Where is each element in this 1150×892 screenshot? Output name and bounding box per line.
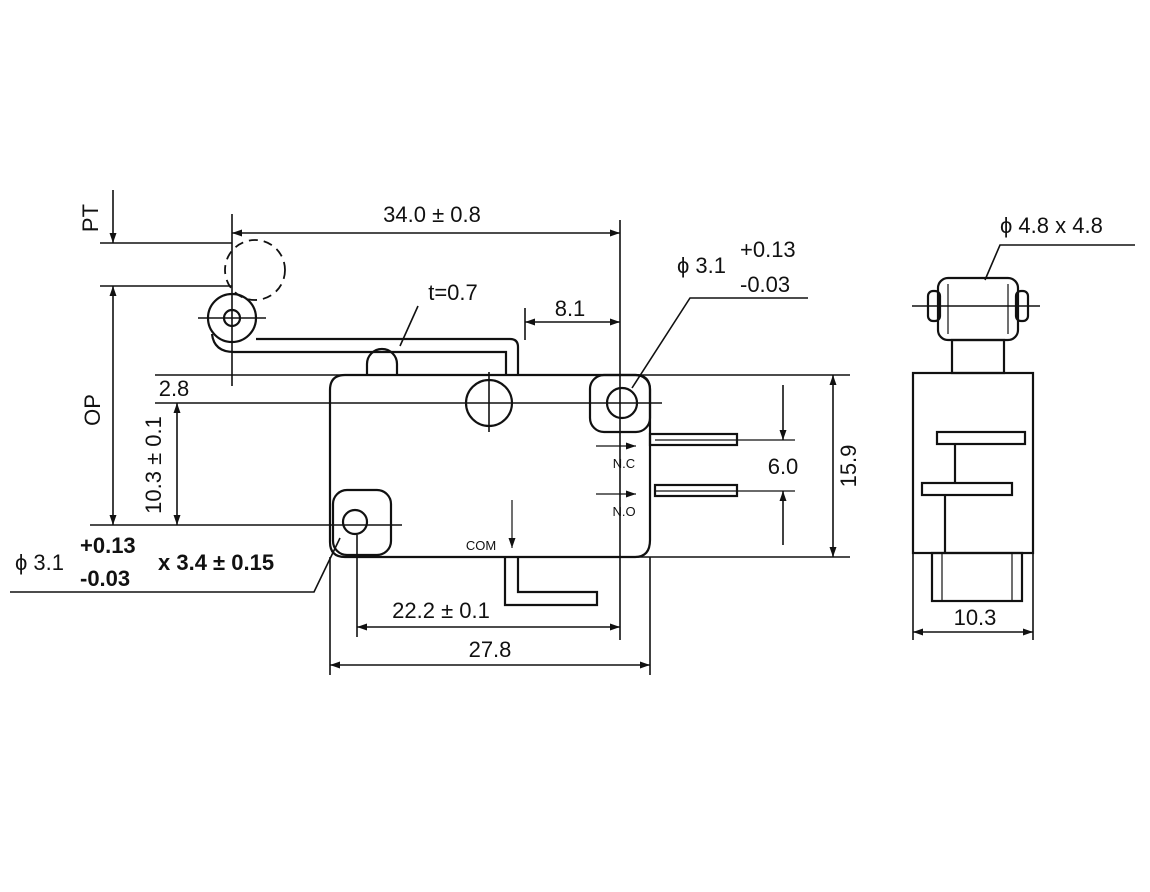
hole-spacing-label: 22.2 ± 0.1 (392, 598, 490, 623)
bottom-hole-slot-label: x 3.4 ± 0.15 (158, 550, 274, 575)
no-terminal-label: N.O (612, 504, 635, 519)
top-hole-leader (631, 297, 808, 389)
side-com-terminal (930, 551, 1024, 603)
pt-label: PT (78, 204, 103, 232)
side-roller (936, 276, 1020, 342)
bottom-hole-tol-minus-label: -0.03 (80, 566, 130, 591)
terminal-spacing-label: 6.0 (768, 454, 799, 479)
lever-lower-edge (210, 333, 508, 374)
plunger (365, 347, 399, 374)
side-lever-slot (935, 430, 1027, 446)
top-offset-label: 2.8 (159, 376, 190, 401)
side-plunger-stem (950, 338, 1006, 375)
side-view: ϕ 4.8 x 4.8 10.3 (911, 213, 1135, 640)
reference-lines (90, 214, 850, 675)
lever-assembly (198, 239, 520, 374)
side-body (911, 371, 1035, 555)
side-roller-ear-right (1014, 289, 1030, 323)
body-length-label: 27.8 (469, 637, 512, 662)
roller-size-label: ϕ 4.8 x 4.8 (1000, 213, 1103, 238)
body-height-label: 15.9 (836, 445, 861, 488)
nc-terminal (648, 432, 739, 447)
roller-pressed-position (224, 239, 286, 301)
roller-size-leader (984, 244, 1135, 281)
side-roller-ear-left (926, 289, 942, 323)
com-terminal-label: COM (466, 538, 496, 553)
com-terminal (503, 557, 599, 607)
dimension-lines (109, 190, 837, 669)
lever-length-label: 34.0 ± 0.8 (383, 202, 481, 227)
top-hole-diameter-label: ϕ 3.1 (677, 253, 726, 278)
no-terminal (653, 483, 739, 498)
hole-offset-label: 8.1 (555, 296, 586, 321)
thickness-leader (399, 305, 419, 347)
bottom-hole-diameter-label: ϕ 3.1 (15, 550, 64, 575)
switch-body (328, 372, 739, 607)
top-mount-hole (605, 386, 639, 420)
top-hole-tol-minus-label: -0.03 (740, 272, 790, 297)
op-label: OP (80, 394, 105, 426)
side-terminal-slot (920, 481, 1014, 497)
leader-lines (10, 297, 808, 593)
hole-vertical-spacing-label: 10.3 ± 0.1 (141, 416, 166, 514)
bottom-mount-hole (341, 508, 369, 536)
top-hole-tol-plus-label: +0.13 (740, 237, 796, 262)
bottom-hole-leader (10, 537, 341, 593)
front-labels: PT OP 34.0 ± 0.8 t=0.7 8.1 ϕ 3.1 +0.13 -… (15, 202, 861, 662)
nc-terminal-label: N.C (613, 456, 635, 471)
lever-thickness-label: t=0.7 (428, 280, 478, 305)
top-mount-lobe (588, 373, 652, 434)
side-width-label: 10.3 (954, 605, 997, 630)
lever-upper-edge (256, 337, 520, 374)
front-view: PT OP 34.0 ± 0.8 t=0.7 8.1 ϕ 3.1 +0.13 -… (10, 190, 861, 675)
bottom-hole-tol-plus-label: +0.13 (80, 533, 136, 558)
bottom-mount-lobe (331, 488, 393, 557)
